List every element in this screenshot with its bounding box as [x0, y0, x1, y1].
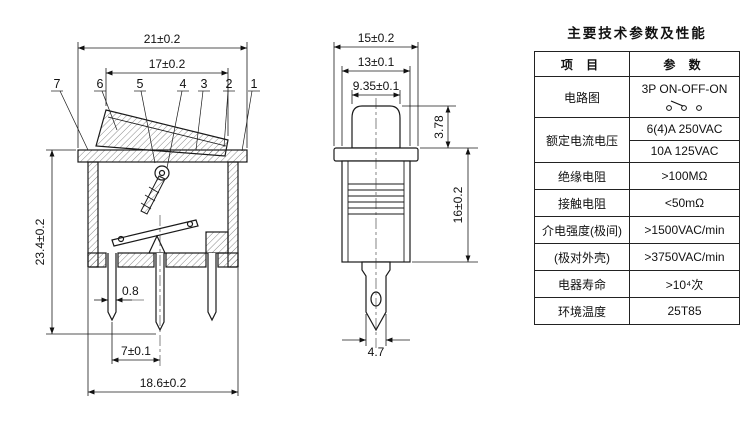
spec-item: 绝缘电阻: [535, 163, 630, 189]
part-number-5: 5: [137, 77, 144, 91]
part-number-6: 6: [97, 77, 104, 91]
table-row: 介电强度(极间) >1500VAC/min: [535, 216, 739, 243]
part-numbers: 7 6 5 4 3 2 1: [54, 77, 258, 91]
spec-item: (极对外壳): [535, 244, 630, 270]
contact-plate: [111, 219, 199, 247]
table-row: 绝缘电阻 >100MΩ: [535, 162, 739, 189]
side-dimension-lines: [333, 42, 478, 346]
pin-right: [207, 253, 217, 322]
dim-front-height: 23.4±0.2: [33, 218, 47, 265]
spec-item: 接触电阻: [535, 190, 630, 216]
side-dimension-labels: 15±0.2 13±0.1 9.35±0.1 3.78 16±0.2 4.7: [353, 31, 465, 359]
front-dimension-lines: [46, 42, 248, 396]
spec-item: 额定电流电压: [535, 118, 630, 162]
spec-panel: 主要技术参数及性能 项 目 参 数 电路图 3P ON-OFF-ON: [534, 22, 740, 325]
dim-side-button-width: 9.35±0.1: [353, 79, 400, 93]
pin-left: [107, 253, 117, 322]
table-header-row: 项 目 参 数: [535, 52, 739, 76]
table-row: 环境温度 25T85: [535, 297, 739, 324]
spec-value: <50mΩ: [664, 196, 705, 210]
front-view-geometry: [77, 109, 248, 332]
part-number-1: 1: [251, 77, 258, 91]
rocker-actuator: [95, 109, 229, 157]
spec-title: 主要技术参数及性能: [567, 26, 707, 41]
dim-side-flange-width: 15±0.2: [358, 31, 395, 45]
body-left-wall: [87, 161, 99, 268]
table-row: 接触电阻 <50mΩ: [535, 189, 739, 216]
part-number-2: 2: [226, 77, 233, 91]
part-number-7: 7: [54, 77, 61, 91]
table-row-rating: 额定电流电压 6(4)A 250VAC 10A 125VAC: [535, 117, 739, 162]
dim-pin-thickness: 0.8: [122, 284, 139, 298]
dim-side-body-width: 13±0.1: [358, 55, 395, 69]
spec-value: 25T85: [667, 304, 702, 318]
spec-value: 10A 125VAC: [630, 139, 739, 163]
spec-table: 项 目 参 数 电路图 3P ON-OFF-ON 额定电流电压: [534, 51, 740, 325]
circuit-diagram-icon: [665, 100, 702, 111]
dim-side-button-height: 3.78: [432, 115, 446, 139]
front-dimension-labels: 21±0.2 17±0.2 23.4±0.2 0.8 7±0.1 18.6±0.…: [33, 32, 187, 390]
fulcrum: [148, 234, 166, 254]
spec-value: >10⁴次: [665, 277, 704, 292]
spec-item: 电路图: [535, 77, 630, 117]
side-view: 15±0.2 13±0.1 9.35±0.1 3.78 16±0.2 4.7: [333, 31, 478, 359]
spec-item: 环境温度: [535, 298, 630, 324]
spec-value: >3750VAC/min: [644, 250, 725, 264]
table-row: 电器寿命 >10⁴次: [535, 270, 739, 297]
part-number-4: 4: [180, 77, 187, 91]
front-view: 7 6 5 4 3 2 1: [33, 32, 260, 396]
dim-terminal-width: 4.7: [368, 345, 385, 359]
spec-item: 电器寿命: [535, 271, 630, 297]
body-right-wall: [227, 161, 239, 268]
spec-value: 6(4)A 250VAC: [646, 121, 723, 136]
side-terminal: [361, 261, 391, 332]
spec-item: 介电强度(极间): [535, 217, 630, 243]
column-header-item: 项 目: [535, 52, 630, 76]
table-row-circuit: 电路图 3P ON-OFF-ON: [535, 76, 739, 117]
spec-value: 3P ON-OFF-ON: [641, 82, 728, 96]
table-row: (极对外壳) >3750VAC/min: [535, 243, 739, 270]
dim-side-body-height: 16±0.2: [451, 186, 465, 223]
plunger-spring: [140, 175, 166, 215]
spec-value: >1500VAC/min: [644, 223, 725, 237]
dim-front-rocker-width: 17±0.2: [149, 57, 186, 71]
dim-pin-pitch: 7±0.1: [121, 344, 151, 358]
part-number-3: 3: [201, 77, 208, 91]
spec-value: >100MΩ: [661, 169, 708, 183]
column-header-value: 参 数: [663, 57, 706, 72]
dim-front-body-width: 18.6±0.2: [140, 376, 187, 390]
dim-front-top-width: 21±0.2: [144, 32, 181, 46]
